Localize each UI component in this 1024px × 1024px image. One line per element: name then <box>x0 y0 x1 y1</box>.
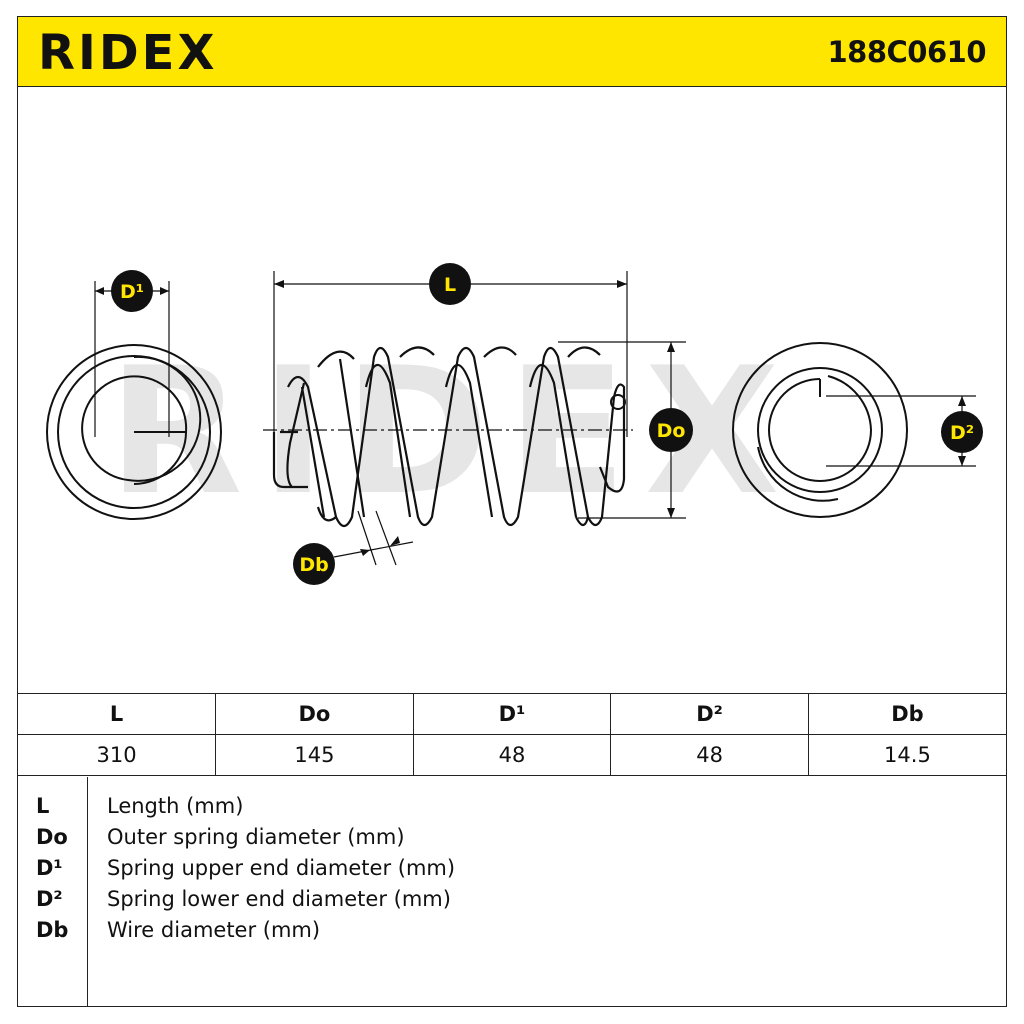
legend-text: Outer spring diameter (mm) <box>107 825 405 849</box>
legend-text: Spring lower end diameter (mm) <box>107 887 451 911</box>
db-badge: Db <box>293 543 335 585</box>
spec-header-l: L <box>18 693 217 735</box>
spec-header-row: L Do D¹ D² Db <box>18 693 1006 735</box>
spec-header-d1: D¹ <box>412 693 612 735</box>
spec-header-d2: D² <box>610 693 809 735</box>
header-bar: RIDEX 188C0610 <box>18 17 1006 87</box>
db-label: Db <box>299 554 328 576</box>
legend-code: Do <box>36 825 68 849</box>
spec-value-row: 310 145 48 48 14.5 <box>18 734 1006 776</box>
spring-drawing: RIDEX D¹ <box>18 87 1006 693</box>
do-badge: Do <box>649 408 693 452</box>
spec-value-db: 14.5 <box>807 734 1006 776</box>
legend-row: D² Spring lower end diameter (mm) <box>18 884 1006 915</box>
part-number: 188C0610 <box>827 35 986 69</box>
spec-value-l: 310 <box>18 734 217 776</box>
spec-value-do: 145 <box>215 734 414 776</box>
legend-code: D¹ <box>36 856 63 880</box>
spec-table: L Do D¹ D² Db 310 145 48 48 14.5 <box>18 693 1006 776</box>
legend-code: D² <box>36 887 63 911</box>
d2-badge: D² <box>941 411 983 453</box>
l-badge: L <box>429 263 471 305</box>
lower-end-view <box>732 342 976 518</box>
d1-label: D¹ <box>120 281 144 303</box>
d1-badge: D¹ <box>111 270 153 312</box>
legend-text: Spring upper end diameter (mm) <box>107 856 456 880</box>
legend: L Length (mm) Do Outer spring diameter (… <box>18 777 1006 1006</box>
legend-row: Db Wire diameter (mm) <box>18 915 1006 946</box>
legend-row: Do Outer spring diameter (mm) <box>18 822 1006 853</box>
spec-value-d1: 48 <box>412 734 612 776</box>
legend-divider <box>87 777 88 1006</box>
product-sheet: RIDEX 188C0610 RIDEX D¹ <box>17 16 1007 1007</box>
l-label: L <box>444 274 456 296</box>
legend-text: Wire diameter (mm) <box>107 918 321 942</box>
do-label: Do <box>657 420 686 442</box>
spring-diagram-svg: RIDEX D¹ <box>46 263 983 585</box>
spec-header-db: Db <box>807 693 1006 735</box>
legend-row: L Length (mm) <box>18 791 1006 822</box>
upper-end-view <box>46 281 222 520</box>
d2-label: D² <box>950 422 974 444</box>
legend-row: D¹ Spring upper end diameter (mm) <box>18 853 1006 884</box>
brand-logo: RIDEX <box>38 25 218 81</box>
watermark-text: RIDEX <box>108 331 798 534</box>
legend-code: L <box>36 794 50 818</box>
spec-header-do: Do <box>215 693 414 735</box>
legend-code: Db <box>36 918 69 942</box>
spec-value-d2: 48 <box>610 734 809 776</box>
legend-text: Length (mm) <box>107 794 244 818</box>
